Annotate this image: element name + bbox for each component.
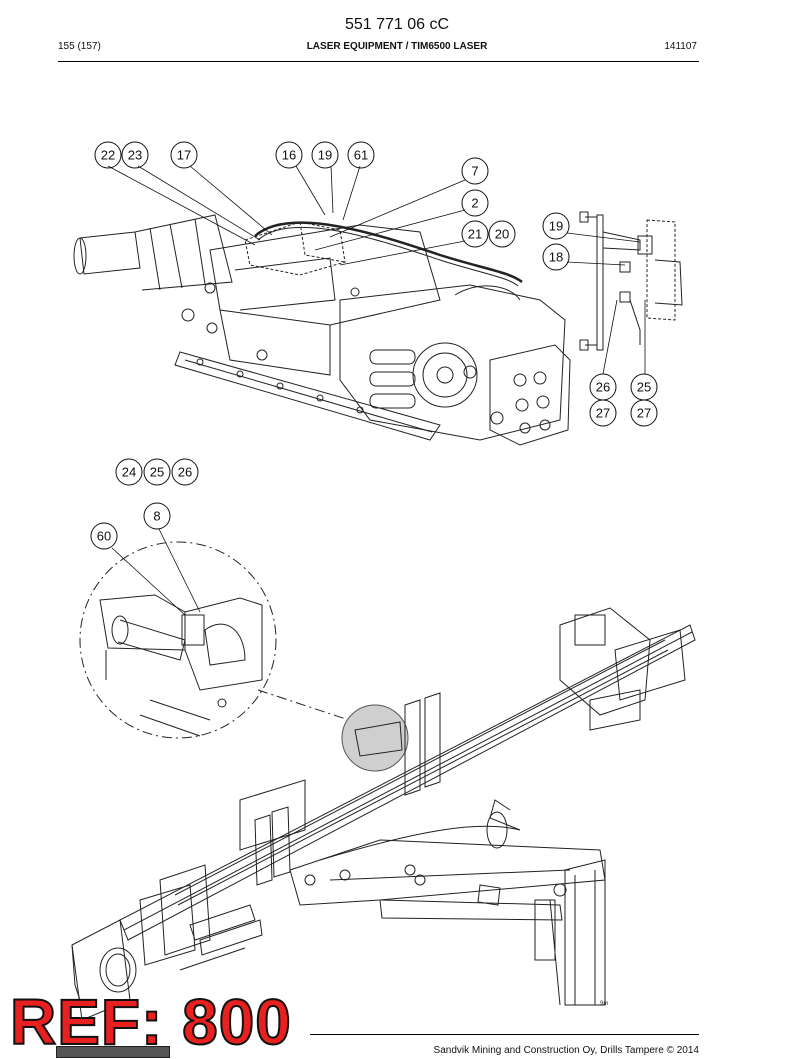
callout-19-top [311, 141, 339, 169]
callout-label: 8 [153, 509, 160, 524]
header-rule [58, 61, 699, 62]
callout-label: 16 [282, 148, 296, 163]
callout-label: 7 [471, 164, 478, 179]
callout-2 [461, 189, 489, 217]
footer-copyright: Sandvik Mining and Construction Oy, Dril… [433, 1045, 699, 1056]
laser-bracket-side-view-drawing [579, 211, 683, 351]
callout-21 [461, 220, 489, 248]
page-number: 155 (157) [58, 41, 101, 52]
callout-label: 17 [177, 148, 191, 163]
doc-number: 551 771 06 cC [344, 16, 450, 33]
callout-17 [170, 141, 198, 169]
footer-rule [310, 1034, 699, 1035]
laser-unit-assembly-drawing [73, 214, 571, 446]
callout-label: 21 [468, 227, 482, 242]
callout-25-mid [143, 458, 171, 486]
detail-circle-drawing [79, 541, 277, 739]
callout-label: 61 [354, 148, 368, 163]
callout-27-left [589, 399, 617, 427]
callout-8 [143, 502, 171, 530]
section-title: LASER EQUIPMENT / TIM6500 LASER [306, 41, 488, 52]
callout-label: 22 [101, 148, 115, 163]
callout-label: 25 [150, 465, 164, 480]
callout-label: 27 [637, 406, 651, 421]
callout-circles [90, 141, 658, 550]
callout-label: 2 [471, 196, 478, 211]
rig-boom-drawing [71, 607, 696, 1021]
callout-16 [275, 141, 303, 169]
sandvik-logo [56, 1046, 170, 1058]
callout-22 [94, 141, 122, 169]
callout-61 [347, 141, 375, 169]
callout-label: 18 [549, 250, 563, 265]
date-code: 141107 [664, 41, 697, 52]
callout-label: 60 [97, 529, 111, 544]
callout-label: 25 [637, 380, 651, 395]
callout-label: 26 [178, 465, 192, 480]
callout-26-mid [171, 458, 199, 486]
callout-label: 20 [495, 227, 509, 242]
callout-27-right [630, 399, 658, 427]
callout-23 [121, 141, 149, 169]
callout-label: 23 [128, 148, 142, 163]
callout-label: 26 [596, 380, 610, 395]
callout-label: 19 [549, 219, 563, 234]
callout-60 [90, 522, 118, 550]
callout-20 [488, 220, 516, 248]
callout-label: 24 [122, 465, 136, 480]
callout-leaders [107, 165, 646, 616]
callout-label: 19 [318, 148, 332, 163]
callout-18 [542, 243, 570, 271]
callout-7 [461, 157, 489, 185]
drawing-code: 9m [600, 1001, 608, 1007]
callout-label: 27 [596, 406, 610, 421]
callout-24 [115, 458, 143, 486]
callout-19-side [542, 212, 570, 240]
detail-leader-line [257, 689, 356, 723]
